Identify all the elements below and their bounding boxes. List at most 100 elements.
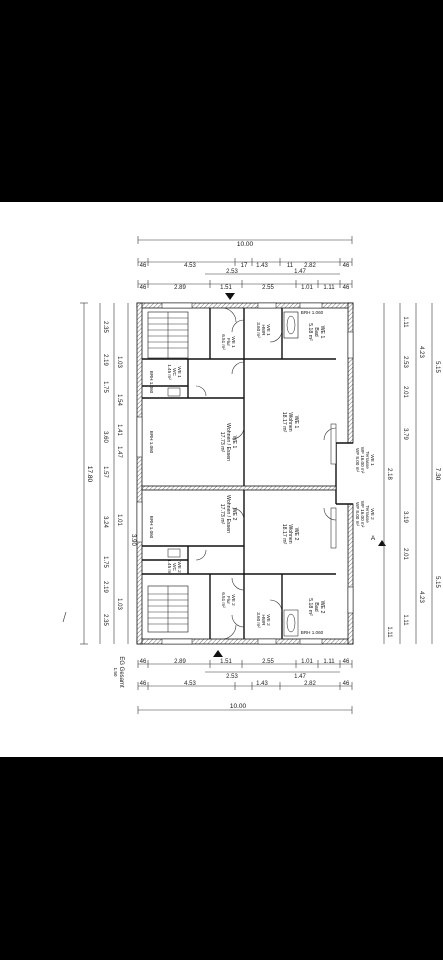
dimension-label: 46 (343, 263, 350, 269)
dimension-label: Wohnen / Essen (225, 423, 231, 461)
dimension-label: 4.23 (418, 346, 424, 358)
dimension-label: WE 2 (177, 561, 182, 573)
dimension-label: WE 1 (319, 326, 325, 339)
room-we2-bad: WE 2 Bad 5.18 m² (307, 598, 325, 616)
dimension-label: 11 (287, 263, 294, 269)
dimension-label: 1.45 m² (167, 559, 172, 575)
entrance-marker-bottom (213, 650, 223, 657)
dimension-label: WE 1 (231, 336, 236, 348)
dimension-label: 1.47 (294, 674, 306, 680)
brh-label: BRH 1.060 (301, 630, 324, 635)
dimension-label: 18.17 m² (281, 524, 287, 545)
right-dimension-chains: 5.15 7.30 5.15 4.23 4.23 2.53 2.01 3.79 … (383, 303, 441, 644)
room-we2-wohnen: WE 2 Wohnen 18.17 m² (281, 524, 299, 545)
dimension-label: 1.75 (102, 381, 108, 393)
right-total-dim: 7.30 (434, 468, 441, 481)
dimension-label: 2.53 (226, 674, 238, 680)
dimension-label: WE 1 (370, 454, 375, 466)
dimension-label: 1.11 (323, 285, 335, 291)
room-we1-wohnen: WE 1 Wohnen 18.17 m² (281, 412, 299, 433)
dimension-label: 17.73 m² (219, 432, 225, 453)
dimension-label: 3.79 (402, 428, 408, 440)
dimension-label: 2.19 (102, 354, 108, 366)
dimension-label: WE 2 (231, 508, 237, 521)
dimension-label: 1.01 (301, 285, 313, 291)
dimension-label: WF 8.00 m² (355, 448, 360, 472)
room-we1-wc: WE 1 WC 1.45 m² (167, 364, 182, 380)
left-dimension-chains: 17.80 2.35 2.19 1.75 3.60 1.57 3.24 1.75… (80, 302, 136, 645)
dimension-label: 2.35 (102, 321, 108, 333)
dimension-label: HWR (261, 615, 266, 627)
dimension-label: Wohnen (287, 524, 293, 543)
dimension-label: WE 1 (266, 324, 271, 336)
dimension-label: WF 16.00 m² (360, 447, 365, 474)
dimension-label: 2.55 (262, 659, 274, 665)
building-walls (136, 302, 354, 645)
dimension-label: Flur (226, 596, 231, 604)
dimension-label: Wohnen (287, 412, 293, 431)
floor-plan-drawing: 10.00 46 4.53 1.43 2.82 46 17 11 2.53 1.… (62, 236, 441, 714)
dimension-label: 2.19 (102, 581, 108, 593)
fixtures (167, 311, 299, 637)
top-dimension-chains: 10.00 46 4.53 1.43 2.82 46 17 11 2.53 1.… (137, 236, 353, 291)
dimension-label: 1.11 (402, 614, 408, 626)
dimension-label: 1.43 (256, 263, 268, 269)
dimension-label: Terrasse (365, 451, 370, 469)
room-we2-wc: WE 2 WC 1.45 m² (167, 559, 182, 575)
brh-label: BRH 1.060 (149, 431, 154, 454)
bottom-total-dim: 10.00 (230, 703, 247, 710)
dimension-label: 17.73 m² (219, 504, 225, 525)
dimension-label: WE 2 (231, 594, 236, 606)
dimension-label: WE 1 (231, 436, 237, 449)
dimension-label: 5.18 m² (307, 598, 313, 616)
dimension-label: 1.43 (256, 681, 268, 687)
dimension-label: 4.23 (418, 591, 424, 603)
dimension-label: WF 8.00 m² (355, 502, 360, 526)
brh-label: BRH 1.060 (301, 310, 324, 315)
dimension-label: 46 (343, 681, 350, 687)
dimension-label: 5.18 m² (307, 323, 313, 341)
dimension-label: 1.45 m² (167, 364, 172, 380)
room-we2-wohnen-essen: WE 2 Wohnen / Essen 17.73 m² (219, 495, 237, 533)
dimension-label: 2.53 (226, 269, 238, 275)
dimension-label: 46 (140, 263, 147, 269)
dimension-label: 6.51 m² (221, 334, 226, 350)
dimension-label: WC (172, 368, 177, 376)
dimension-label: WE 1 (293, 416, 299, 429)
dimension-label: 1.54 (116, 394, 122, 406)
room-we1-wohnen-essen: WE 1 Wohnen / Essen 17.73 m² (219, 423, 237, 461)
dimension-label: 2.01 (402, 548, 408, 560)
dimension-label: 1.11 (323, 659, 335, 665)
dimension-label: 4.53 (184, 263, 196, 269)
room-we2-hwr: WE 2 HWR 3.60 m² (256, 612, 271, 628)
dimension-label: 46 (140, 681, 147, 687)
room-we2-flur: WE 2 Flur 6.51 m² (221, 592, 236, 608)
dimension-label: 1.01 (301, 659, 313, 665)
dimension-label: 3.90 (130, 534, 136, 546)
brh-label: BRH 1.060 (149, 371, 154, 394)
dimension-label: 2.89 (174, 659, 186, 665)
dimension-label: 2.53 (402, 356, 408, 368)
dimension-label: 3.60 (102, 431, 108, 443)
brh-label: BRH 1.060 (149, 516, 154, 539)
dimension-label: 46 (343, 285, 350, 291)
dimension-label: 17 (241, 263, 248, 269)
dimension-label: 1.51 (220, 659, 232, 665)
dimension-label: WE 1 (177, 366, 182, 378)
dimension-label: Flur (226, 338, 231, 346)
dimension-label: WE 2 (319, 601, 325, 614)
dimension-label: 3.60 m² (256, 612, 261, 628)
dimension-label: 46 (140, 659, 147, 665)
terrace-we2: WE 2 Terrasse WF 16.00 m² WF 8.00 m² (355, 501, 375, 528)
dimension-label: HWR (261, 325, 266, 337)
dimension-label: Terrasse (365, 505, 370, 523)
dimension-label: 18.17 m² (281, 412, 287, 433)
dimension-label: 46 (343, 659, 350, 665)
room-we1-bad: WE 1 Bad 5.18 m² (307, 323, 325, 341)
dimension-label: 2.82 (304, 263, 316, 269)
dimension-label: WE 2 (293, 528, 299, 541)
entrance-marker-top (225, 293, 235, 300)
dimension-label: 2.89 (174, 285, 186, 291)
plan-title: EG Gesamt 1.50 (113, 656, 124, 688)
terrace-we1: WE 1 Terrasse WF 16.00 m² WF 8.00 m² (355, 447, 375, 474)
